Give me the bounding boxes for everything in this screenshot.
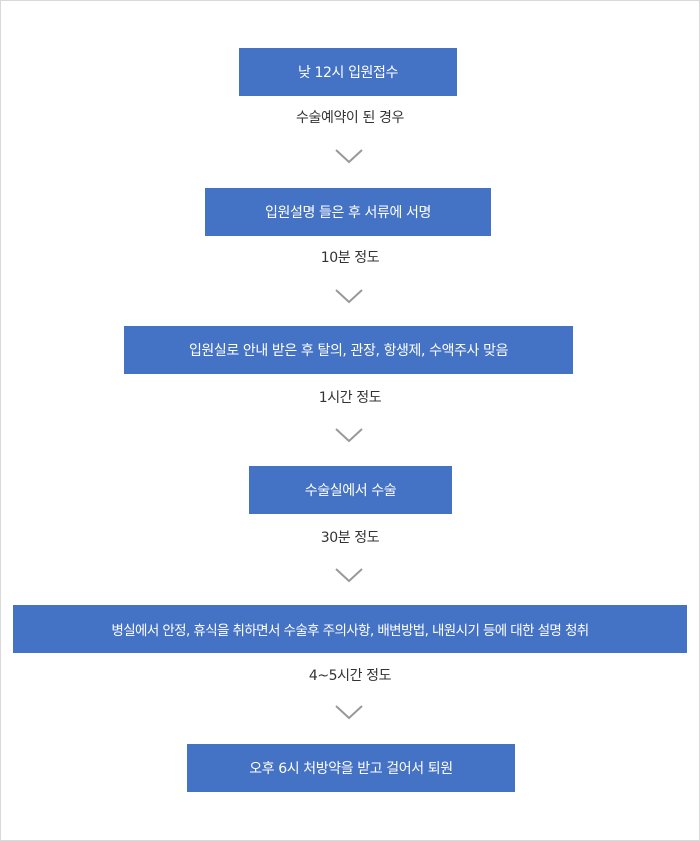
- chevron-down-icon: [334, 288, 364, 304]
- chevron-down-icon: [334, 567, 364, 583]
- note-1-hour: 1시간 정도: [318, 390, 382, 406]
- step-ward-preparation: 입원실로 안내 받은 후 탈의, 관장, 항생제, 수액주사 맞음: [124, 326, 573, 374]
- chevron-down-icon: [334, 704, 364, 720]
- chevron-down-icon: [334, 427, 364, 443]
- step-discharge: 오후 6시 처방약을 받고 걸어서 퇴원: [187, 744, 515, 792]
- step-surgery: 수술실에서 수술: [249, 466, 452, 514]
- chevron-down-icon: [334, 148, 364, 164]
- note-4-5-hours: 4~5시간 정도: [308, 668, 392, 684]
- step-admission-reception: 낮 12시 입원접수: [239, 48, 457, 96]
- step-recovery-instructions: 병실에서 안정, 휴식을 취하면서 수술후 주의사항, 배변방법, 내원시기 등…: [13, 605, 687, 653]
- step-admission-briefing: 입원설명 들은 후 서류에 서명: [205, 188, 491, 236]
- note-30-minutes: 30분 정도: [320, 530, 380, 546]
- note-10-minutes: 10분 정도: [320, 250, 380, 266]
- note-surgery-reserved: 수술예약이 된 경우: [296, 110, 404, 126]
